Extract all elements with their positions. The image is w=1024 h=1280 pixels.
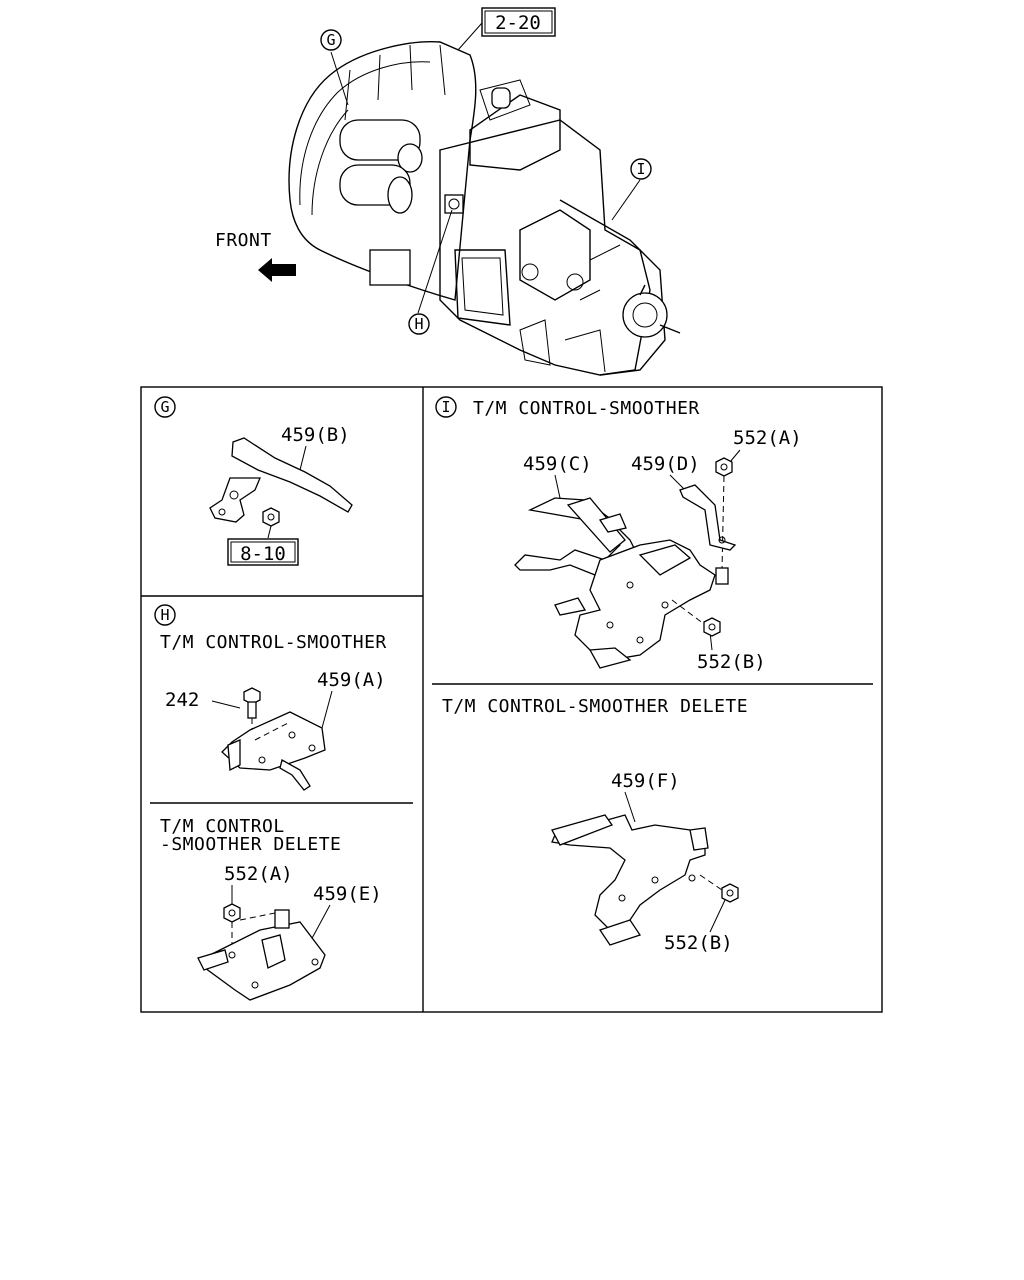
panel-h-delete-title-2: -SMOOTHER DELETE [160,834,341,855]
panel-h-marker: H [160,606,169,624]
panel-g-marker: G [160,398,169,416]
label-459d: 459(D) [631,453,700,475]
transmission-overview [288,22,681,376]
ref-box-2-20: 2-20 [481,7,556,37]
callout-g: G [320,29,342,51]
panel-i-title: T/M CONTROL-SMOOTHER [473,398,700,419]
label-459c: 459(C) [523,453,592,475]
panel-h: H T/M CONTROL-SMOOTHER 242 459(A) [154,604,387,791]
panel-g: G 459(B) 8-10 [154,396,353,566]
label-552a-i: 552(A) [733,427,802,449]
svg-text:G: G [326,31,335,49]
svg-text:H: H [414,315,423,333]
label-459e: 459(E) [313,883,382,905]
front-label: FRONT [215,230,272,251]
label-459f: 459(F) [611,770,680,792]
panel-i-marker: I [441,398,450,416]
callout-h: H [408,313,430,335]
label-459a: 459(A) [317,669,386,691]
label-459b: 459(B) [281,424,350,446]
ref-box-8-10: 8-10 [240,543,286,565]
label-552a-h: 552(A) [224,863,293,885]
panel-h-delete: T/M CONTROL -SMOOTHER DELETE 552(A) 459(… [160,816,382,1001]
label-242: 242 [165,689,199,711]
panel-h-delete-title-1: T/M CONTROL [160,816,285,837]
svg-text:I: I [636,160,645,178]
panel-i: I T/M CONTROL-SMOOTHER 552(A) 459(C) 459… [435,396,802,673]
panel-frames [140,386,883,1013]
panel-i-delete: T/M CONTROL-SMOOTHER DELETE 459(F) 552(B… [442,696,748,954]
label-552b-i: 552(B) [697,651,766,673]
panel-i-delete-title: T/M CONTROL-SMOOTHER DELETE [442,696,748,717]
ref-box-text: 2-20 [495,12,541,34]
callout-i: I [630,158,652,180]
panel-h-title: T/M CONTROL-SMOOTHER [160,632,387,653]
label-552b-i-delete: 552(B) [664,932,733,954]
front-arrow-icon [258,258,296,282]
